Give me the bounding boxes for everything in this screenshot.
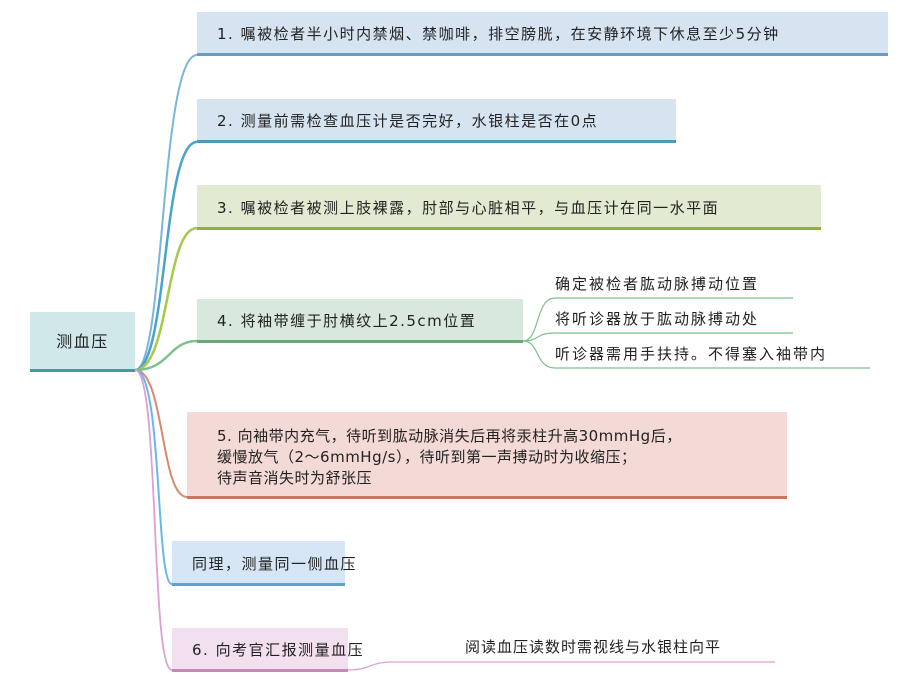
branch-underline xyxy=(197,227,821,230)
branch-label-line-1: 5. 向袖带内充气，待听到肱动脉消失后再将汞柱升高30mmHg后， xyxy=(217,427,682,445)
branch-underline xyxy=(197,140,676,143)
root-label: 测血压 xyxy=(56,332,109,351)
branch-node-2[interactable]: 2. 测量前需检查血压计是否完好，水银柱是否在0点 xyxy=(197,99,676,143)
branch-label-line-2: 缓慢放气（2～6mmHg/s），待听到第一声搏动时为收缩压； xyxy=(217,448,637,466)
link-sub-3 xyxy=(522,340,870,369)
link-branch-3 xyxy=(134,226,198,372)
link-branch-same xyxy=(134,369,173,585)
branch-label: 3. 嘱被检者被测上肢裸露，肘部与心脏相平，与血压计在同一水平面 xyxy=(217,198,720,217)
sub-topic-4-2[interactable]: 将听诊器放于肱动脉搏动处 xyxy=(555,310,760,328)
branch-underline xyxy=(197,340,523,343)
branch-node-3[interactable]: 3. 嘱被检者被测上肢裸露，肘部与心脏相平，与血压计在同一水平面 xyxy=(197,185,821,230)
root-node[interactable]: 测血压 xyxy=(30,312,135,372)
branch-label: 同理，测量同一侧血压 xyxy=(192,554,358,573)
branch-underline xyxy=(172,669,348,672)
branch-underline xyxy=(172,583,345,586)
sub-topic-6-1[interactable]: 阅读血压读数时需视线与水银柱向平 xyxy=(465,638,722,656)
link-branch-1 xyxy=(134,54,198,371)
branch-label-line-3: 待声音消失时为舒张压 xyxy=(217,469,373,487)
branch-label: 1. 嘱被检者半小时内禁烟、禁咖啡，排空膀胱，在安静环境下休息至少5分钟 xyxy=(217,25,780,43)
branch-node-1[interactable]: 1. 嘱被检者半小时内禁烟、禁咖啡，排空膀胱，在安静环境下休息至少5分钟 xyxy=(197,12,888,56)
sub-topic-4-3[interactable]: 听诊器需用手扶持。不得塞入袖带内 xyxy=(555,345,828,363)
link-sub-6 xyxy=(347,661,775,671)
branch-node-5[interactable]: 5. 向袖带内充气，待听到肱动脉消失后再将汞柱升高30mmHg后， 缓慢放气（2… xyxy=(187,412,787,499)
link-branch-2 xyxy=(134,140,198,372)
link-branch-5 xyxy=(134,369,188,498)
link-branch-4 xyxy=(134,339,198,372)
link-sub-2 xyxy=(522,332,793,342)
branch-label: 2. 测量前需检查血压计是否完好，水银柱是否在0点 xyxy=(217,112,599,130)
root-underline xyxy=(30,369,135,372)
branch-label: 6. 向考官汇报测量血压 xyxy=(192,641,365,659)
branch-label: 4. 将袖带缠于肘横纹上2.5cm位置 xyxy=(217,312,477,330)
sub-topic-4-1[interactable]: 确定被检者肱动脉搏动位置 xyxy=(555,275,760,293)
link-sub-1 xyxy=(522,297,793,342)
branch-underline xyxy=(197,53,888,56)
branch-node-same-side[interactable]: 同理，测量同一侧血压 xyxy=(172,541,356,586)
branch-node-4[interactable]: 4. 将袖带缠于肘横纹上2.5cm位置 xyxy=(197,299,523,343)
branch-underline xyxy=(187,496,787,499)
link-branch-6 xyxy=(134,369,173,671)
branch-node-6[interactable]: 6. 向考官汇报测量血压 xyxy=(172,628,363,672)
